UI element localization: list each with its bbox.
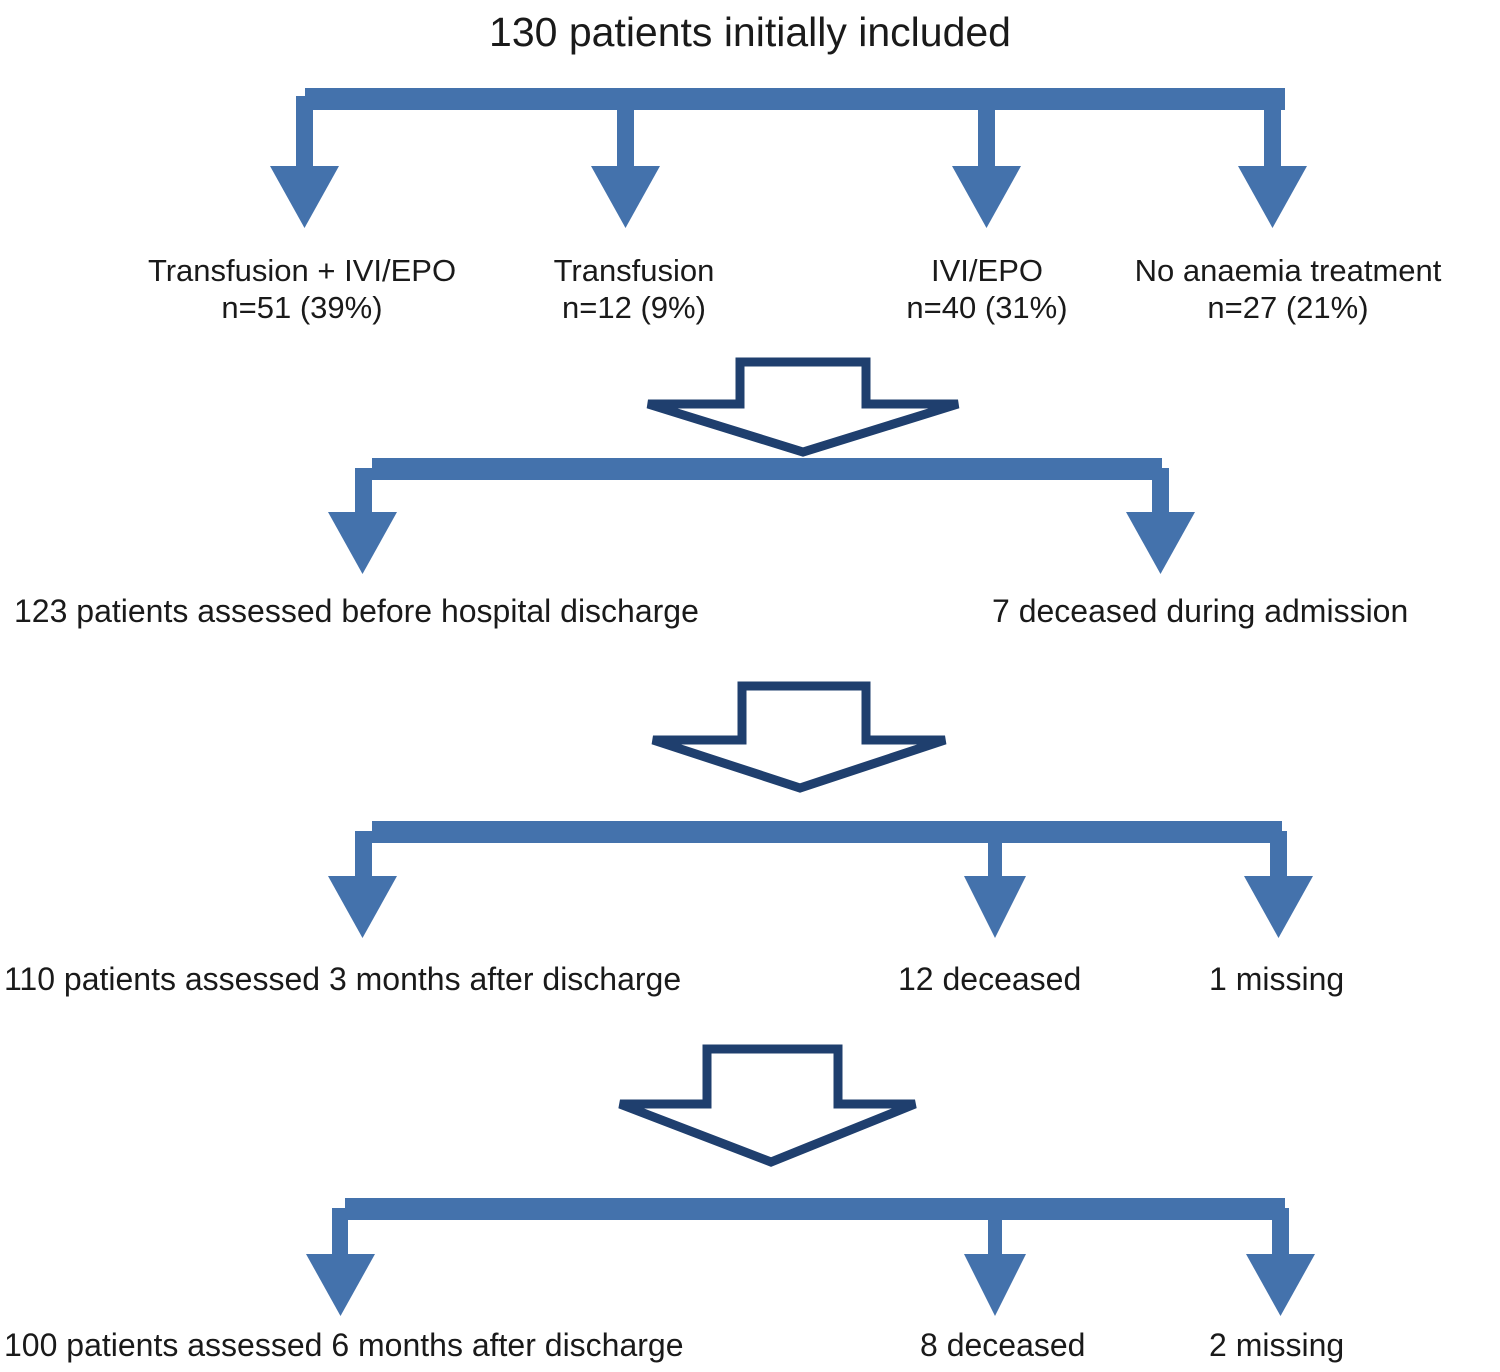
branch-label-no-anaemia-treatment: No anaemia treatment n=27 (21%): [1135, 252, 1442, 326]
outcome-label-assessed-6-months: 100 patients assessed 6 months after dis…: [4, 1327, 684, 1363]
branch-count: n=40 (31%): [906, 290, 1068, 326]
outcome-label-8-deceased: 8 deceased: [920, 1327, 1086, 1363]
level3-stem-1: [355, 831, 372, 881]
level1-stem-2: [617, 96, 634, 172]
outcome-label-assessed-before-discharge: 123 patients assessed before hospital di…: [14, 593, 699, 629]
level3-stem-3: [1270, 831, 1287, 881]
level4-arrowhead-3: [1246, 1254, 1315, 1316]
page-title: 130 patients initially included: [489, 9, 1011, 55]
outcome-label-deceased-during-admission: 7 deceased during admission: [992, 593, 1409, 629]
outcome-label-12-deceased: 12 deceased: [898, 961, 1082, 997]
branch-count: n=27 (21%): [1207, 290, 1369, 326]
level1-stem-1: [296, 96, 313, 172]
level1-stem-4: [1264, 96, 1281, 172]
level2-arrowhead-2: [1126, 512, 1195, 574]
hollow-down-arrow-1: [646, 357, 960, 457]
level2-connector-group: [328, 458, 1195, 574]
level3-arrowhead-3: [1244, 876, 1313, 938]
level1-arrowhead-2: [591, 166, 660, 228]
hollow-down-arrow-3: [618, 1044, 917, 1167]
outcome-label-1-missing: 1 missing: [1209, 961, 1345, 997]
level3-stem-2: [988, 831, 1002, 877]
level2-arrowhead-1: [328, 512, 397, 574]
level4-arrowhead-1: [306, 1254, 375, 1316]
branch-label-transfusion: Transfusion n=12 (9%): [554, 252, 715, 326]
level3-horizontal-bar: [372, 821, 1282, 843]
branch-count: n=51 (39%): [221, 290, 383, 326]
level4-horizontal-bar: [345, 1198, 1285, 1220]
level4-connector-group: [306, 1198, 1315, 1316]
outcome-label-assessed-3-months: 110 patients assessed 3 months after dis…: [4, 961, 682, 997]
level4-stem-1: [332, 1208, 348, 1258]
branch-label-transfusion-ivi-epo: Transfusion + IVI/EPO n=51 (39%): [148, 252, 456, 326]
level2-stem-1: [355, 468, 372, 518]
branch-count: n=12 (9%): [562, 290, 706, 326]
level1-arrowhead-4: [1238, 166, 1307, 228]
outcome-label-2-missing: 2 missing: [1209, 1327, 1345, 1363]
level4-stem-3: [1272, 1208, 1289, 1258]
level3-arrowhead-2: [964, 876, 1026, 938]
branch-name: IVI/EPO: [931, 253, 1043, 288]
level3-connector-group: [328, 821, 1313, 938]
level1-arrowhead-3: [952, 166, 1021, 228]
level3-arrowhead-1: [328, 876, 397, 938]
level2-horizontal-bar: [372, 458, 1162, 480]
hollow-down-arrow-2: [651, 681, 947, 793]
level1-stem-3: [978, 96, 995, 172]
branch-name: Transfusion: [553, 253, 715, 288]
level1-connector-group: [270, 88, 1307, 228]
level4-arrowhead-2: [964, 1254, 1026, 1316]
branch-name: Transfusion + IVI/EPO: [147, 253, 457, 288]
level4-stem-2: [988, 1208, 1002, 1254]
level1-arrowhead-1: [270, 166, 339, 228]
branch-label-ivi-epo: IVI/EPO n=40 (31%): [906, 252, 1067, 326]
level1-horizontal-bar: [305, 88, 1285, 110]
branch-name: No anaemia treatment: [1134, 253, 1442, 288]
level2-stem-2: [1152, 468, 1169, 518]
